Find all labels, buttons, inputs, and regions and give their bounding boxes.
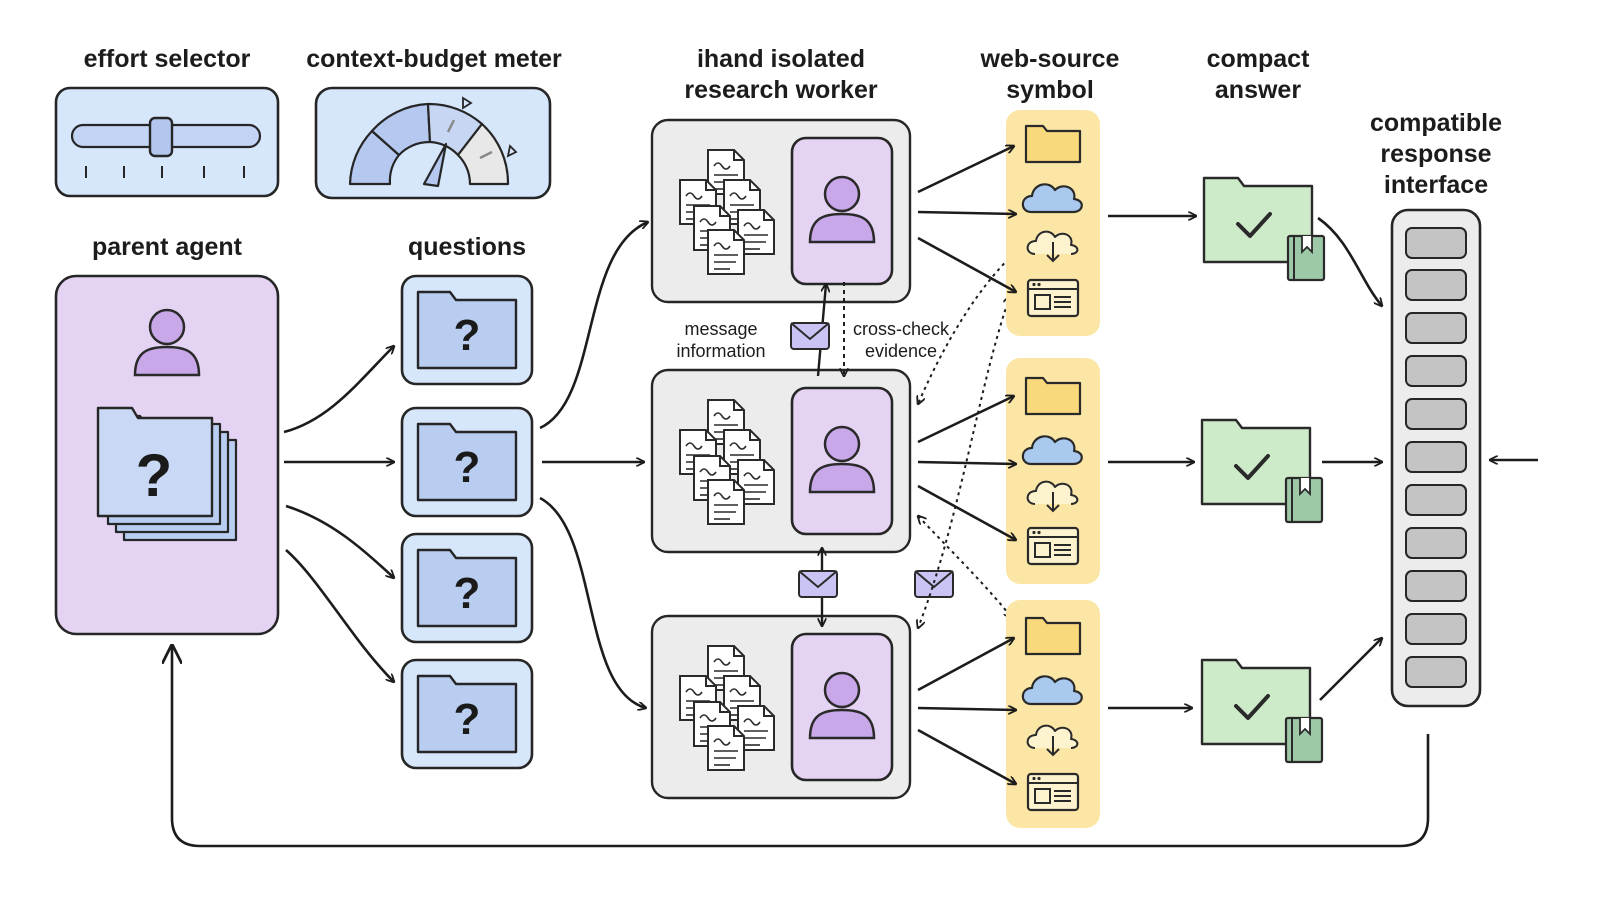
parent-agent-panel[interactable]: ?: [54, 274, 280, 636]
cross-check-line: cross-check: [852, 319, 950, 339]
compatible-interface-label-line: response: [1380, 140, 1492, 168]
folder-icon[interactable]: [1024, 376, 1082, 416]
cross-check-line: evidence: [864, 341, 938, 361]
context-budget-meter-label: context-budget meter: [306, 45, 562, 73]
browser-window-icon[interactable]: [1026, 772, 1080, 812]
return-loop-arrow: [172, 646, 1430, 848]
check-folder-icon[interactable]: [1200, 418, 1324, 524]
web-source-symbol-label: web-source symbol: [970, 44, 1130, 106]
slider-icon[interactable]: [148, 116, 174, 158]
question-card-1[interactable]: [400, 274, 534, 386]
envelope-icon: [790, 322, 830, 350]
worker-messaging: [790, 282, 954, 626]
web-source-label-line: web-source: [980, 45, 1120, 73]
parent-agent-label: parent agent: [91, 233, 243, 261]
stacked-slots-icon: [1405, 227, 1467, 688]
answer-to-interface-arrows: [1317, 216, 1538, 701]
question-mark: ?: [136, 442, 173, 509]
worker-to-source-arrows: [917, 146, 1016, 784]
web-source-column-1: [1006, 110, 1100, 336]
compatible-interface-label: compatible response interface: [1356, 108, 1516, 201]
question-card-4[interactable]: [400, 658, 534, 770]
cross-check-links: [918, 239, 1031, 628]
web-source-label-line: symbol: [1006, 76, 1094, 104]
browser-window-icon[interactable]: [1026, 526, 1080, 566]
context-budget-meter-panel: [314, 86, 552, 200]
isolated-worker-label-line: research worker: [684, 76, 878, 104]
envelope-icon: [798, 570, 838, 598]
question-to-worker-arrows: [539, 222, 648, 708]
parent-to-question-arrows: [283, 346, 394, 682]
compact-answer-label-line: compact: [1206, 45, 1310, 73]
questions-label: questions: [407, 233, 527, 261]
research-worker-3[interactable]: [652, 616, 910, 798]
web-source-column-3: [1006, 600, 1100, 828]
folder-stack-icon: ?: [96, 406, 238, 542]
message-information-label: message information: [660, 318, 782, 362]
folder-icon[interactable]: [1024, 124, 1082, 164]
cross-check-evidence-label: cross-check evidence: [846, 318, 956, 362]
browser-window-icon[interactable]: [1026, 278, 1080, 318]
question-card-3[interactable]: [400, 532, 534, 644]
web-source-column-2: [1006, 358, 1100, 584]
compact-answer-label: compact answer: [1190, 44, 1326, 106]
message-information-line: message: [684, 319, 758, 339]
isolated-worker-label-line: ihand isolated: [696, 45, 866, 73]
folder-icon[interactable]: [1024, 616, 1082, 656]
question-card-2[interactable]: [400, 406, 534, 518]
gauge-icon: [348, 96, 518, 188]
effort-selector-panel[interactable]: [54, 86, 280, 198]
source-to-answer-arrows: [1108, 216, 1196, 708]
check-folder-icon[interactable]: [1200, 658, 1324, 764]
compact-answer-label-line: answer: [1214, 76, 1302, 104]
check-folder-icon[interactable]: [1202, 176, 1326, 282]
effort-selector-label: effort selector: [83, 45, 251, 73]
compatible-response-interface[interactable]: [1390, 208, 1482, 708]
message-information-line: information: [676, 341, 766, 361]
research-worker-1[interactable]: [652, 120, 910, 302]
research-worker-2[interactable]: [652, 370, 910, 552]
envelope-icon: [914, 570, 954, 598]
compatible-interface-label-line: interface: [1383, 171, 1489, 199]
isolated-worker-label: ihand isolated research worker: [656, 44, 906, 106]
compatible-interface-label-line: compatible: [1370, 109, 1502, 137]
